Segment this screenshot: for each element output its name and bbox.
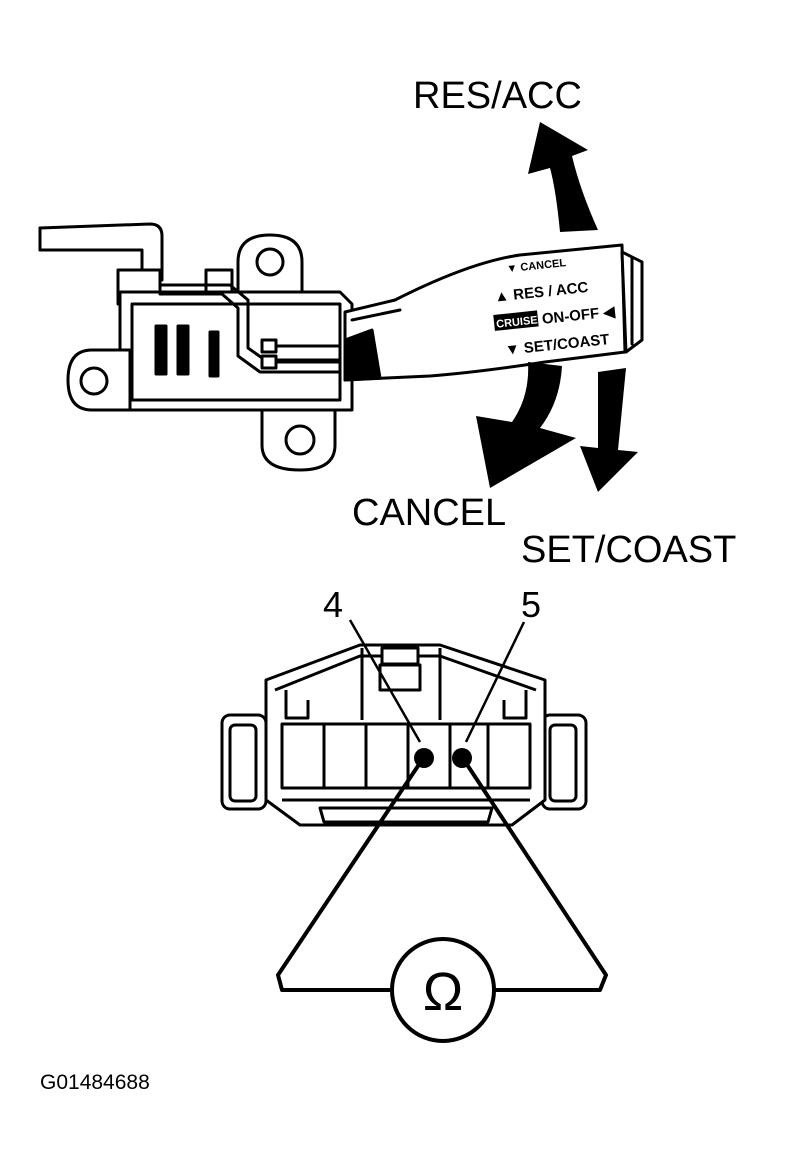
pin-5-label: 5 bbox=[521, 584, 542, 625]
switch-assembly bbox=[38, 222, 644, 472]
pin-5-leader bbox=[464, 621, 526, 743]
lever-text-cruise: CRUISE bbox=[496, 314, 539, 330]
set-coast-label: SET/COAST bbox=[521, 529, 737, 571]
connector bbox=[220, 643, 588, 827]
set-coast-arrow bbox=[580, 368, 638, 492]
pin-4-leader bbox=[348, 619, 422, 743]
figure-id: G01484688 bbox=[40, 1071, 150, 1094]
ohmmeter-circle bbox=[390, 937, 496, 1043]
ohmmeter-leads bbox=[276, 758, 608, 992]
cancel-arrow bbox=[476, 362, 576, 488]
res-acc-arrow bbox=[528, 122, 598, 232]
cancel-label: CANCEL bbox=[352, 492, 507, 534]
res-acc-label: RES/ACC bbox=[413, 75, 582, 117]
pin-4-label: 4 bbox=[323, 584, 344, 625]
ohm-symbol: Ω bbox=[423, 962, 463, 1022]
